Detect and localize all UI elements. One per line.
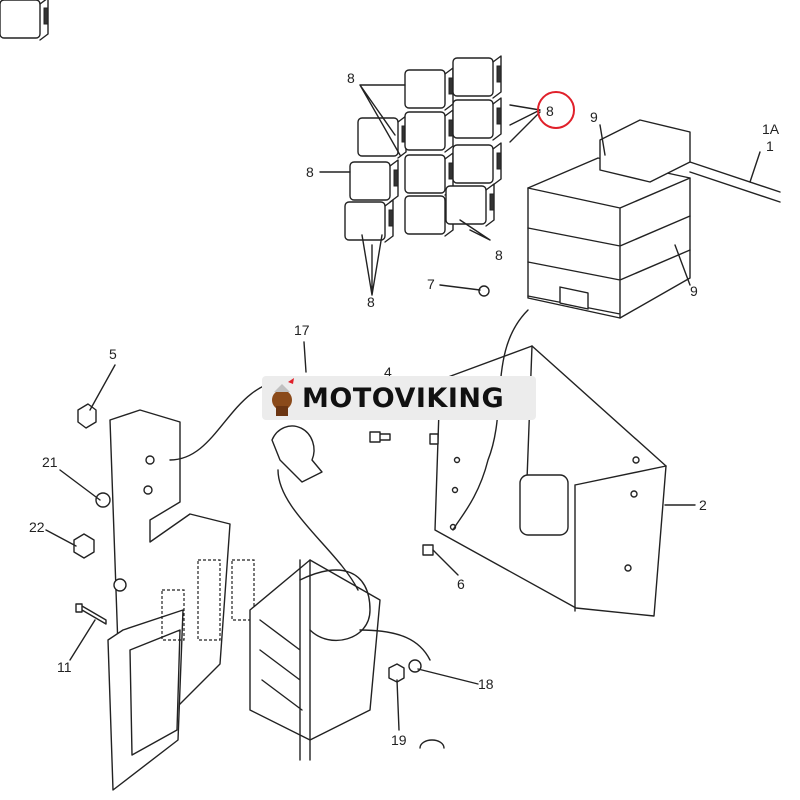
callout-11: 11	[57, 659, 72, 675]
hidden-relays	[161, 559, 255, 641]
watermark-brand: MOTOVIKING	[302, 382, 505, 414]
callout-4: 4	[384, 364, 392, 380]
viking-mascot-icon	[262, 376, 302, 420]
relay-fuse-block	[527, 119, 781, 319]
clamp	[271, 425, 323, 483]
callout-18: 18	[478, 676, 494, 692]
callout-9: 9	[590, 109, 598, 125]
watermark-logo: MOTOVIKING	[262, 376, 536, 420]
callout-8: 8	[367, 294, 375, 310]
callout-17: 17	[294, 322, 310, 338]
callout-2: 2	[699, 497, 707, 513]
callout-labels: 8 8 8 8 8 9 1A 1 9 7 17 4 5 21 22 11 2 6…	[29, 70, 780, 748]
callout-21: 21	[42, 454, 58, 470]
callout-1a: 1A	[762, 121, 780, 137]
callout-8: 8	[495, 247, 503, 263]
callout-7: 7	[427, 276, 435, 292]
relay-group	[0, 0, 502, 243]
callout-1: 1	[766, 138, 774, 154]
callout-9: 9	[690, 283, 698, 299]
callout-6: 6	[457, 576, 465, 592]
callout-8: 8	[306, 164, 314, 180]
leader-lines	[45, 84, 761, 731]
callout-8: 8	[347, 70, 355, 86]
callout-8-highlighted: 8	[546, 103, 554, 119]
callout-5: 5	[109, 346, 117, 362]
callout-19: 19	[391, 732, 407, 748]
highlight-circle	[537, 91, 575, 129]
wiring-harness	[169, 309, 529, 761]
mounting-bracket	[107, 409, 231, 791]
callout-22: 22	[29, 519, 45, 535]
